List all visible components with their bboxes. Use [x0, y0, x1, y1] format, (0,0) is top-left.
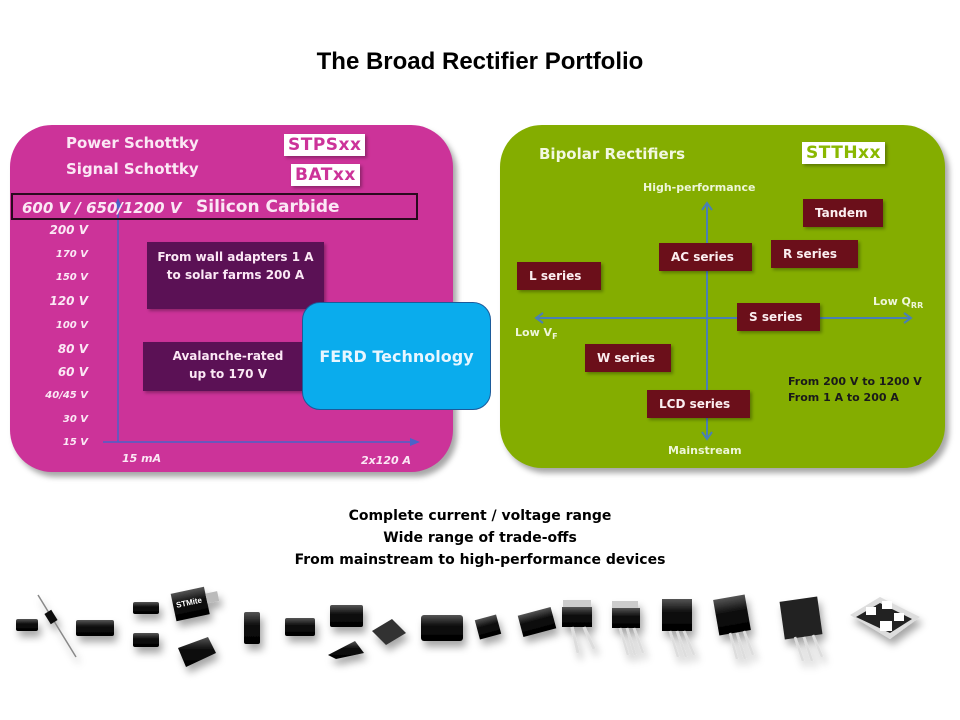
avalanche-line2: up to 170 V: [189, 367, 267, 381]
voltage-tick: 200 V: [49, 223, 88, 237]
current-min-label: 15 mA: [122, 452, 162, 465]
package-sot23-icon: [244, 612, 260, 644]
package-isotop-icon: [850, 597, 920, 639]
axis-low-vf: Low VF: [515, 326, 558, 341]
bipolar-voltage-range: From 200 V to 1200 V: [788, 375, 922, 388]
package-axial-body-icon: [44, 609, 58, 625]
bipolar-heading: Bipolar Rectifiers: [539, 145, 686, 163]
sic-label: Silicon Carbide: [196, 197, 340, 217]
axis-low-qrr: Low QRR: [873, 295, 923, 310]
stps-tag: STPSxx: [284, 134, 366, 156]
current-axis-arrow-icon: [410, 438, 420, 446]
voltage-axis-arrow-icon: [114, 198, 122, 208]
voltage-tick: 80 V: [57, 342, 88, 356]
right-arrow-icon: [903, 312, 913, 324]
package-to220-3lead-icon: [612, 601, 645, 656]
silicon-carbide-box: [11, 193, 418, 220]
package-d2pak-icon: [517, 606, 557, 638]
series-r: R series: [771, 240, 858, 268]
down-arrow-icon: [701, 431, 713, 441]
wall-to-solar-box: From wall adapters 1 A to solar farms 20…: [147, 242, 324, 309]
package-to247-icon: [713, 594, 755, 660]
voltage-tick: 120 V: [49, 294, 88, 308]
avalanche-line1: Avalanche-rated: [172, 349, 284, 363]
voltage-tick: 60 V: [57, 365, 88, 379]
left-arrow-icon: [534, 312, 544, 324]
package-axial-lead-icon: [37, 594, 77, 658]
package-powersmd-flat-icon: [328, 641, 364, 659]
package-smc-icon: [178, 637, 216, 667]
package-images: STMite: [16, 586, 920, 667]
axis-low-qrr-sub: RR: [910, 301, 924, 311]
package-smb-small-icon: [133, 602, 159, 614]
voltage-tick: 15 V: [62, 437, 88, 448]
package-smb-small-icon: [133, 633, 159, 647]
package-smc-large-icon: [421, 615, 463, 641]
package-powersmd-icon: [330, 605, 363, 627]
axis-low-qrr-label: Low Q: [873, 295, 911, 308]
bat-tag: BATxx: [291, 164, 360, 186]
power-schottky-heading: Power Schottky: [66, 134, 199, 152]
package-smb-icon: [76, 620, 114, 636]
voltage-tick: 150 V: [55, 272, 88, 283]
axis-high-performance: High-performance: [643, 181, 756, 194]
summary-line: From mainstream to high-performance devi…: [294, 552, 666, 568]
package-powerflat-icon: [372, 619, 406, 645]
series-tandem: Tandem: [803, 199, 883, 227]
ferd-label: FERD Technology: [319, 346, 474, 366]
axis-low-vf-label: Low V: [515, 326, 553, 339]
summary-line: Wide range of trade-offs: [383, 530, 577, 546]
series-ac: AC series: [659, 243, 752, 271]
stth-tag: STTHxx: [802, 142, 885, 164]
package-sma-icon: [285, 618, 315, 636]
package-to220fp-icon: [662, 599, 696, 658]
voltage-tick: 170 V: [55, 249, 88, 260]
page-title: The Broad Rectifier Portfolio: [316, 48, 644, 75]
package-stmite-icon: STMite: [170, 586, 220, 622]
package-to220-2lead-icon: [562, 600, 596, 654]
ferd-technology-box: FERD Technology: [302, 302, 491, 410]
voltage-tick: 40/45 V: [45, 390, 88, 401]
series-l: L series: [517, 262, 601, 290]
voltage-tick: 30 V: [62, 414, 88, 425]
axis-mainstream: Mainstream: [668, 444, 742, 457]
current-max-label: 2x120 A: [361, 454, 412, 467]
package-strip: STMite: [0, 575, 960, 685]
series-w: W series: [585, 344, 671, 372]
signal-schottky-heading: Signal Schottky: [66, 160, 199, 178]
voltage-tick: 100 V: [55, 320, 88, 331]
bipolar-range: From 200 V to 1200 V From 1 A to 200 A: [788, 374, 922, 406]
package-dpak-icon: [474, 614, 502, 640]
avalanche-rated-box: Avalanche-rated up to 170 V: [143, 342, 313, 391]
wall-to-solar-line2: to solar farms 200 A: [166, 268, 305, 282]
package-to3p-icon: [779, 596, 824, 662]
up-arrow-icon: [701, 201, 713, 211]
package-sod-icon: [16, 619, 38, 631]
axis-low-vf-sub: F: [552, 332, 558, 342]
summary-line: Complete current / voltage range: [348, 508, 612, 524]
series-s: S series: [737, 303, 820, 331]
summary-text: Complete current / voltage range Wide ra…: [0, 505, 960, 571]
bipolar-current-range: From 1 A to 200 A: [788, 391, 899, 404]
wall-to-solar-line1: From wall adapters 1 A: [157, 250, 314, 264]
series-lcd: LCD series: [647, 390, 750, 418]
sic-voltage-range: 600 V / 650/1200 V: [22, 199, 182, 217]
